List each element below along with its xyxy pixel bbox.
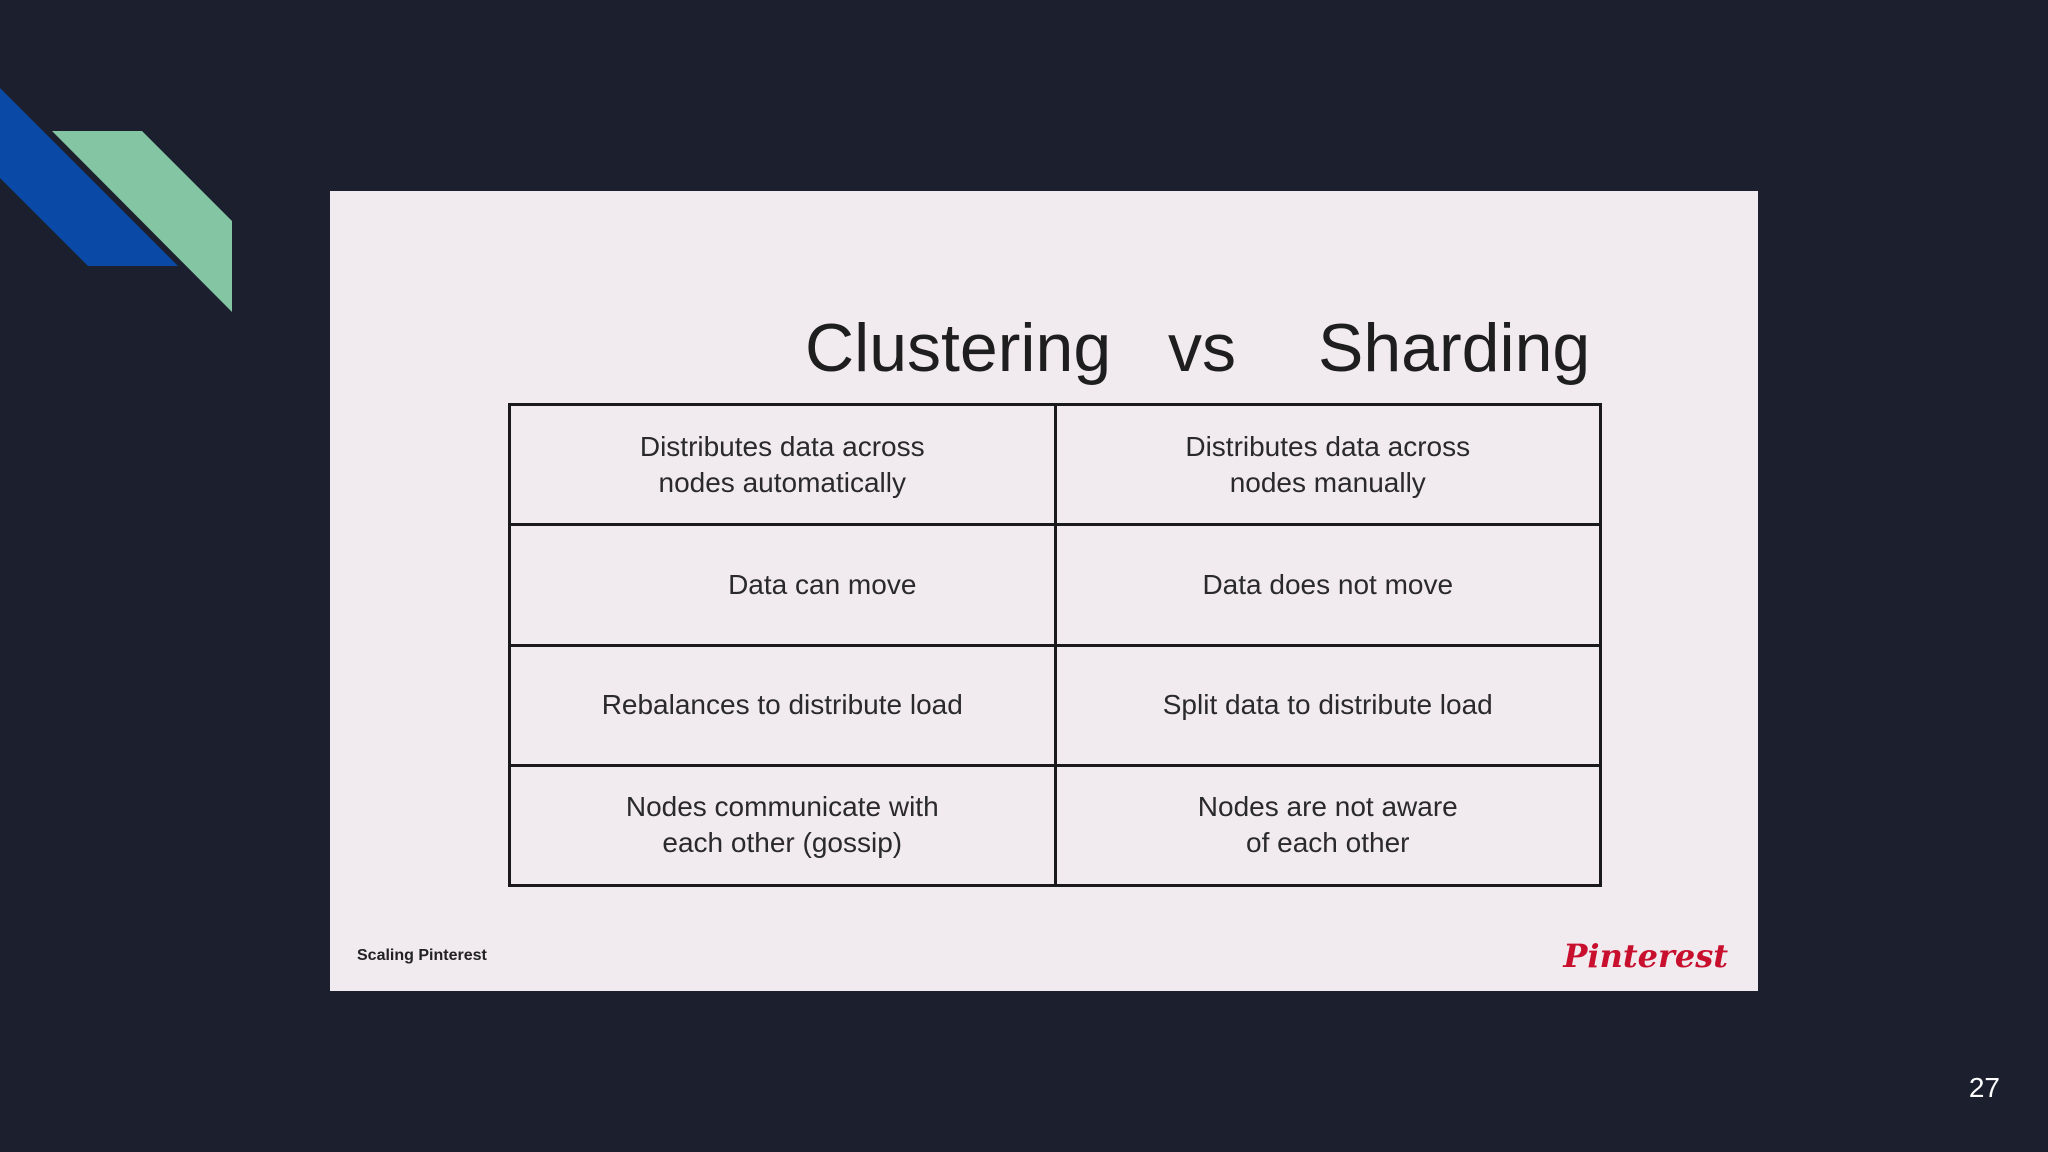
page-number: 27 bbox=[1968, 1072, 2000, 1103]
table-cell-left: Data can move bbox=[508, 523, 1057, 647]
comparison-table: Distributes data across nodes automatica… bbox=[508, 402, 1602, 888]
table-cell-right: Nodes are not aware of each other bbox=[1053, 763, 1602, 888]
table-row: Nodes communicate with each other (gossi… bbox=[508, 763, 1602, 888]
pinterest-logo: Pinterest bbox=[1563, 937, 1728, 975]
title-vs: vs bbox=[1168, 310, 1236, 386]
corner-accent-shapes bbox=[0, 88, 232, 312]
table-cell-left: Rebalances to distribute load bbox=[508, 643, 1057, 767]
title-clustering: Clustering bbox=[805, 310, 1112, 386]
embedded-slide-image: Clustering vs Sharding Distributes data … bbox=[330, 191, 1758, 991]
table-row: Data can move Data does not move bbox=[508, 523, 1602, 647]
table-row: Rebalances to distribute load Split data… bbox=[508, 643, 1602, 767]
table-cell-left: Distributes data across nodes automatica… bbox=[508, 402, 1057, 527]
slide-title: Clustering vs Sharding bbox=[480, 303, 1590, 393]
accent-green-stripe bbox=[52, 131, 232, 312]
table-cell-right: Distributes data across nodes manually bbox=[1053, 402, 1602, 527]
footer-caption: Scaling Pinterest bbox=[357, 947, 487, 964]
title-sharding: Sharding bbox=[1318, 310, 1591, 386]
accent-blue-stripe bbox=[0, 88, 178, 266]
table-cell-right: Split data to distribute load bbox=[1053, 643, 1602, 767]
table-cell-left: Nodes communicate with each other (gossi… bbox=[508, 763, 1057, 888]
table-row: Distributes data across nodes automatica… bbox=[508, 402, 1602, 527]
table-cell-right: Data does not move bbox=[1053, 523, 1602, 647]
